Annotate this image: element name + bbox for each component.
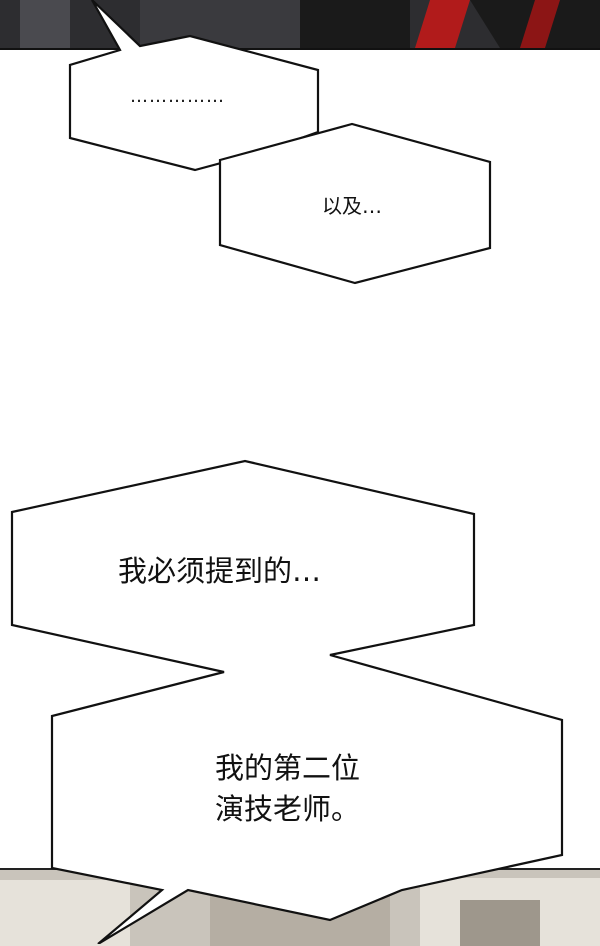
speech-bubble-3 bbox=[10, 459, 564, 944]
bubble-3-text: 我必须提到的… bbox=[118, 554, 322, 588]
bubble-1-text: …………… bbox=[130, 86, 225, 107]
top-comic-panel bbox=[0, 0, 600, 50]
bubble-4-text: 我的第二位 演技老师。 bbox=[215, 751, 361, 827]
speech-bubble-2 bbox=[218, 122, 492, 285]
bubble-2-text: 以及… bbox=[322, 194, 382, 218]
